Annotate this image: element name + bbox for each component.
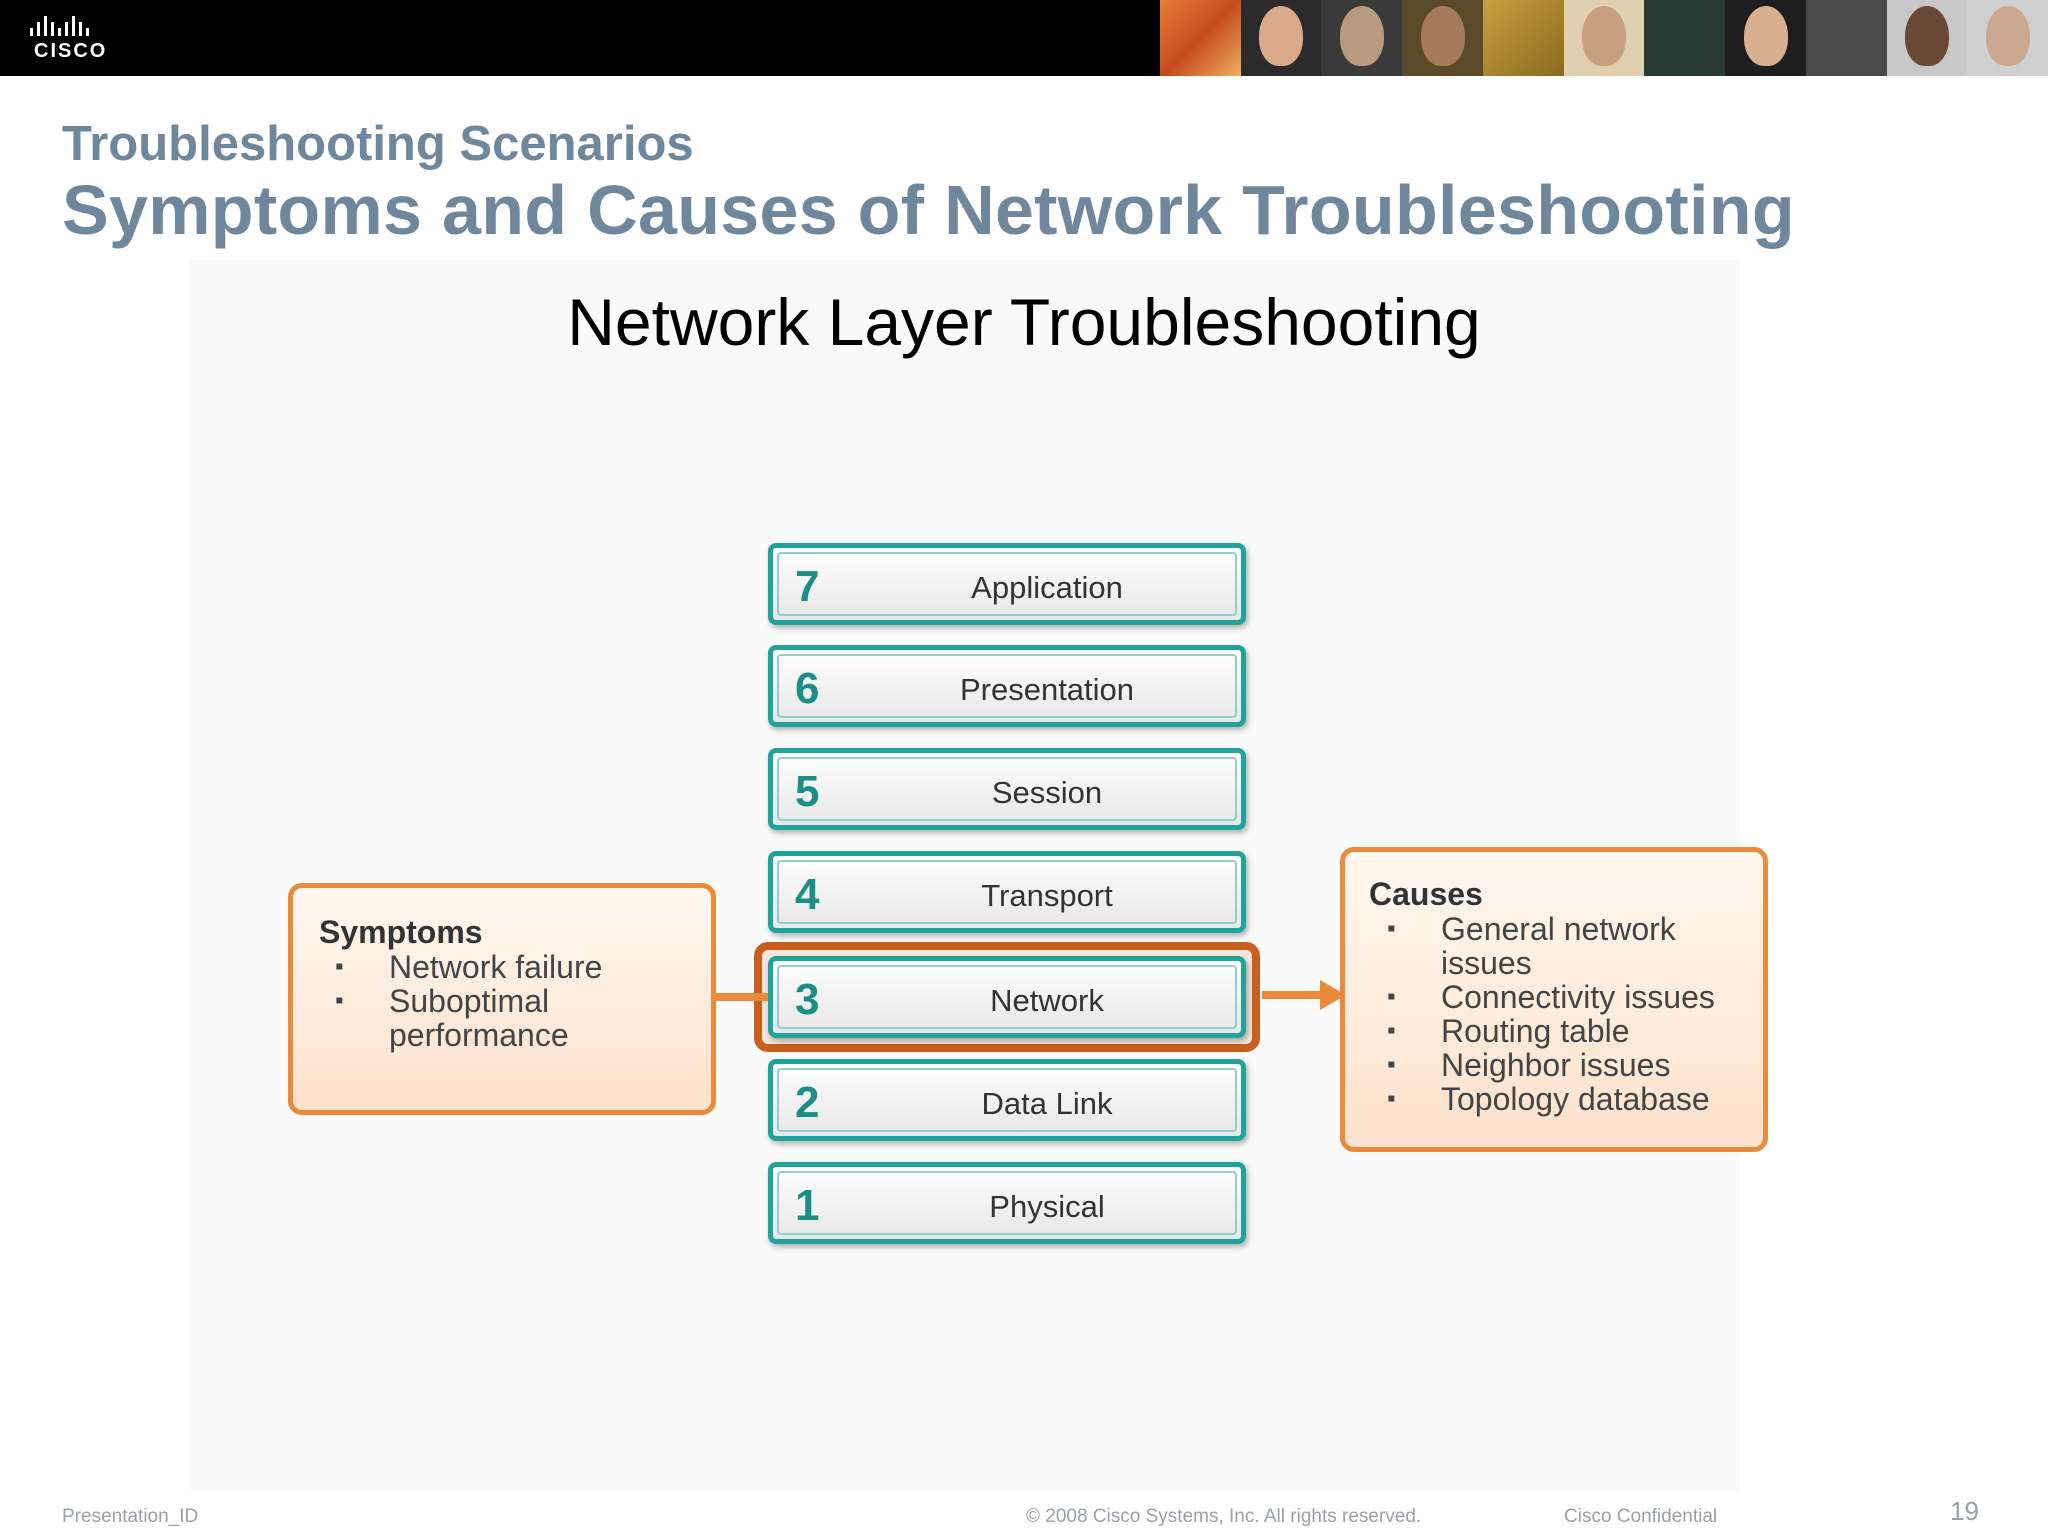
banner-photo — [1240, 0, 1322, 76]
banner-photo-strip — [1160, 0, 2048, 76]
layer-name: Physical — [989, 1189, 1105, 1224]
banner-photo — [1886, 0, 1968, 76]
banner-photo — [1321, 0, 1403, 76]
banner-photo — [1160, 0, 1241, 76]
causes-heading: Causes — [1369, 876, 1483, 912]
layer-inner-border — [777, 860, 1237, 924]
osi-layer-3: 3 Network — [768, 956, 1246, 1038]
top-banner: CISCO — [0, 0, 2048, 76]
symptoms-box: Symptoms ▪ Network failure ▪ Suboptimal pe… — [288, 883, 716, 1115]
layer-name: Session — [991, 775, 1103, 810]
footer-confidential: Cisco Confidential — [1564, 1506, 1718, 1527]
banner-photo — [1402, 0, 1483, 76]
list-item: ▪ General network issues — [1387, 911, 1761, 981]
layer-number: 5 — [795, 767, 820, 816]
symptoms-connector-line — [712, 993, 768, 1001]
layer-inner-border — [777, 757, 1237, 821]
bullet-icon: ▪ — [1387, 1051, 1396, 1078]
layer-inner-border — [777, 654, 1237, 718]
list-item: ▪ Connectivity issues — [1387, 979, 1761, 1015]
symptoms-list: ▪ Network failure ▪ Suboptimal performance — [335, 949, 709, 1053]
banner-photo — [1967, 0, 2048, 76]
osi-layer-5: 5 Session — [768, 748, 1246, 830]
slide-title: Symptoms and Causes of Network Troublesh… — [62, 171, 1795, 249]
layer-number: 6 — [795, 664, 820, 713]
layer-inner-border — [777, 552, 1237, 616]
banner-photo — [1482, 0, 1564, 76]
osi-layer-4: 4 Transport — [768, 851, 1246, 933]
layer-name: Transport — [981, 878, 1113, 913]
list-item: ▪ Neighbor issues — [1387, 1047, 1761, 1083]
list-item: ▪ Routing table — [1387, 1013, 1761, 1049]
osi-layer-7: 7 Application — [768, 543, 1246, 625]
layer-number: 7 — [795, 562, 820, 611]
symptoms-heading: Symptoms — [319, 914, 483, 950]
layer-name: Application — [971, 570, 1123, 605]
cisco-logo-text: CISCO — [34, 40, 108, 62]
footer-presentation-id: Presentation_ID — [62, 1506, 199, 1527]
banner-photo — [1644, 0, 1726, 76]
cause-text: Routing table — [1441, 1013, 1630, 1049]
bullet-icon: ▪ — [1387, 915, 1396, 942]
bullet-icon: ▪ — [335, 987, 344, 1014]
section-title: Troubleshooting Scenarios — [62, 117, 694, 171]
layer-number: 3 — [795, 975, 820, 1024]
layer-number: 1 — [795, 1181, 820, 1230]
layer-inner-border — [777, 1171, 1237, 1235]
bullet-icon: ▪ — [1387, 1085, 1396, 1112]
layer-name: Network — [990, 983, 1104, 1018]
banner-photo — [1725, 0, 1806, 76]
osi-layer-1: 1 Physical — [768, 1162, 1246, 1244]
bullet-icon: ▪ — [1387, 983, 1396, 1010]
banner-photo — [1563, 0, 1645, 76]
causes-arrow-line — [1262, 991, 1328, 999]
osi-layer-6: 6 Presentation — [768, 645, 1246, 727]
causes-list: ▪ General network issues ▪ Connectivity is… — [1387, 911, 1761, 1117]
cisco-logo-icon — [30, 16, 89, 36]
cause-text: General network issues — [1441, 911, 1676, 981]
cause-text: Connectivity issues — [1441, 979, 1715, 1015]
layer-inner-border — [777, 965, 1237, 1029]
layer-name: Presentation — [959, 672, 1135, 707]
list-item: ▪ Network failure — [335, 949, 709, 985]
causes-box: Causes ▪ General network issues ▪ Connecti… — [1340, 847, 1768, 1152]
bullet-icon: ▪ — [1387, 1017, 1396, 1044]
layer-number: 2 — [795, 1078, 820, 1127]
layer-number: 4 — [795, 870, 820, 919]
symptom-text: Suboptimal performance — [389, 983, 569, 1053]
list-item: ▪ Topology database — [1387, 1081, 1761, 1117]
symptom-text: Network failure — [389, 949, 603, 985]
osi-layer-2: 2 Data Link — [768, 1059, 1246, 1141]
layer-name: Data Link — [981, 1086, 1113, 1121]
page-number: 19 — [1950, 1496, 1979, 1526]
cause-text: Topology database — [1441, 1081, 1710, 1117]
banner-photo — [1805, 0, 1887, 76]
footer-copyright: © 2008 Cisco Systems, Inc. All rights re… — [1026, 1506, 1422, 1527]
diagram-title: Network Layer Troubleshooting — [567, 285, 1481, 359]
list-item: ▪ Suboptimal performance — [335, 983, 709, 1053]
bullet-icon: ▪ — [335, 953, 344, 980]
cause-text: Neighbor issues — [1441, 1047, 1671, 1083]
layer-inner-border — [777, 1068, 1237, 1132]
